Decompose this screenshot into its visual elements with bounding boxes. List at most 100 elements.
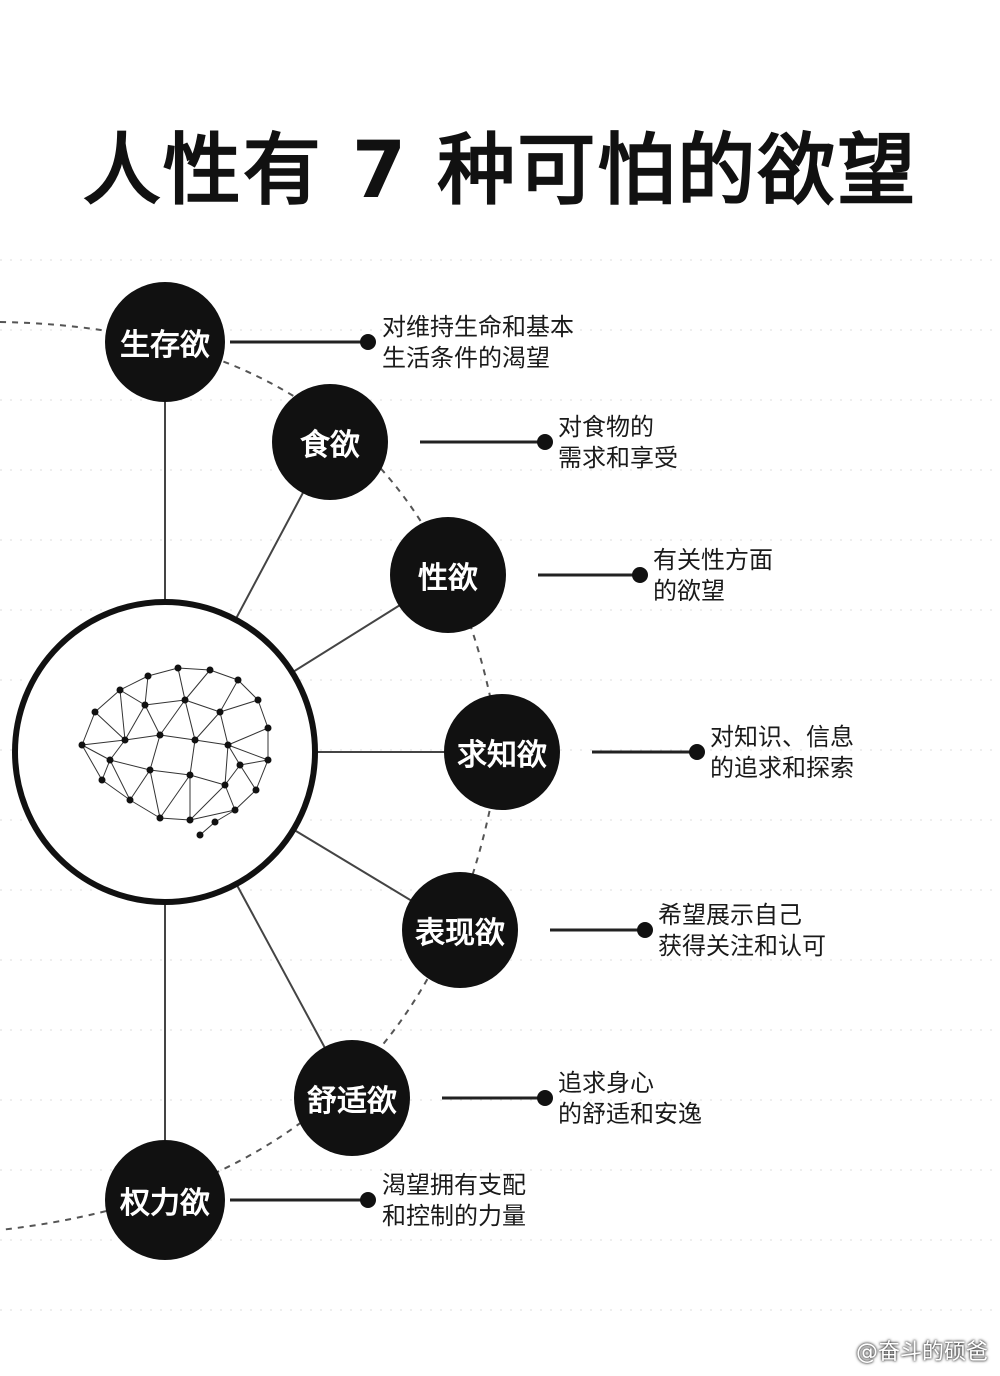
brain-node: [146, 766, 154, 774]
connector-dot: [360, 334, 376, 350]
desire-description: 对维持生命和基本生活条件的渴望: [382, 312, 574, 374]
brain-edge: [177, 667, 186, 701]
desire-node: [294, 1040, 410, 1156]
brain-node: [236, 761, 244, 769]
brain-edge: [109, 759, 131, 801]
brain-node: [252, 786, 260, 794]
description-line: 希望展示自己: [658, 901, 802, 929]
brain-edge: [144, 704, 161, 736]
desire-node: [272, 384, 388, 500]
connectors: [230, 334, 705, 1208]
description-line: 和控制的力量: [382, 1202, 526, 1230]
brain-edge: [184, 699, 196, 741]
desire-node: [390, 517, 506, 633]
desire-node-label: 表现欲: [415, 916, 505, 951]
brain-node: [234, 676, 242, 684]
desire-node-label: 食欲: [300, 428, 360, 463]
brain-edge: [149, 769, 161, 819]
page-title: 人性有 7 种可怕的欲望: [82, 126, 918, 216]
brain-node: [156, 731, 164, 739]
description-line: 追求身心: [558, 1069, 654, 1097]
desire-nodes: [105, 282, 560, 1260]
brain-edge: [94, 711, 126, 741]
brain-edge: [227, 744, 269, 761]
brain-edge: [209, 669, 239, 681]
desire-node: [105, 282, 225, 402]
brain-edge: [239, 764, 257, 791]
brain-edge: [119, 675, 149, 691]
brain-edge: [147, 667, 179, 677]
brain-node: [91, 708, 99, 716]
brain-edge: [124, 734, 161, 741]
description-line: 的欲望: [653, 577, 725, 605]
connector-dot: [537, 1090, 553, 1106]
brain-edge: [189, 739, 196, 776]
desire-node-label: 生存欲: [120, 328, 210, 363]
brain-edge: [149, 734, 161, 771]
brain-edge: [149, 769, 191, 776]
brain-edge: [224, 744, 229, 786]
description-line: 的舒适和安逸: [558, 1100, 702, 1128]
brain-node: [254, 696, 262, 704]
brain-edge: [101, 779, 131, 801]
brain-edge: [159, 774, 191, 819]
brain-node: [221, 781, 229, 789]
brain-node: [126, 796, 134, 804]
description-line: 有关性方面: [653, 546, 773, 574]
brain-edge: [184, 669, 211, 701]
brain-edge: [159, 734, 196, 741]
desire-node-label: 权力欲: [120, 1186, 210, 1221]
brain-edge: [189, 774, 226, 786]
brain-edge: [101, 759, 111, 781]
brain-edge: [224, 764, 241, 786]
desire-node: [444, 694, 560, 810]
brain-edge: [129, 769, 151, 801]
description-line: 获得关注和认可: [658, 932, 826, 960]
description-line: 生活条件的渴望: [382, 344, 550, 372]
connector-dot: [689, 744, 705, 760]
desire-description: 追求身心的舒适和安逸: [558, 1068, 702, 1130]
brain-edge: [257, 699, 269, 729]
brain-edge: [214, 809, 236, 823]
brain-edge: [109, 739, 126, 761]
brain-node: [224, 741, 232, 749]
brain-edge: [219, 679, 239, 713]
brain-node: [206, 666, 214, 674]
desire-node: [402, 872, 518, 988]
description-line: 渴望拥有支配: [382, 1171, 526, 1199]
brain-edge: [227, 727, 269, 746]
brain-edge: [124, 704, 146, 741]
desire-description: 希望展示自己获得关注和认可: [658, 900, 826, 962]
desire-node-label: 舒适欲: [307, 1084, 397, 1119]
brain-edge: [81, 711, 96, 746]
brain-node: [181, 696, 189, 704]
brain-node: [144, 672, 152, 680]
brain-node: [116, 686, 124, 694]
desire-description: 对知识、信息的追求和探索: [710, 722, 854, 784]
brain-edge: [159, 699, 186, 736]
brain-edge: [94, 689, 121, 713]
brain-edge: [81, 744, 111, 761]
connector-dot: [632, 567, 648, 583]
brain-node: [174, 664, 182, 672]
brain-node: [211, 818, 219, 826]
brain-edge: [227, 744, 241, 766]
desire-description: 有关性方面的欲望: [653, 545, 773, 607]
brain-edge: [194, 711, 221, 741]
desire-node-label: 性欲: [418, 561, 478, 596]
brain-edge: [224, 784, 236, 811]
brain-edge: [119, 689, 126, 741]
description-line: 的追求和探索: [710, 754, 854, 782]
brain-edge: [219, 711, 229, 746]
brain-edge: [255, 759, 269, 791]
brain-edge: [81, 739, 126, 746]
brain-edge: [109, 759, 151, 771]
brain-node: [191, 736, 199, 744]
watermark: @奋斗的硕爸: [855, 1340, 988, 1365]
brain-node: [121, 736, 129, 744]
brain-edge: [237, 679, 259, 701]
brain-node: [196, 831, 204, 839]
description-line: 对知识、信息: [710, 723, 854, 751]
brain-edge: [234, 789, 257, 811]
